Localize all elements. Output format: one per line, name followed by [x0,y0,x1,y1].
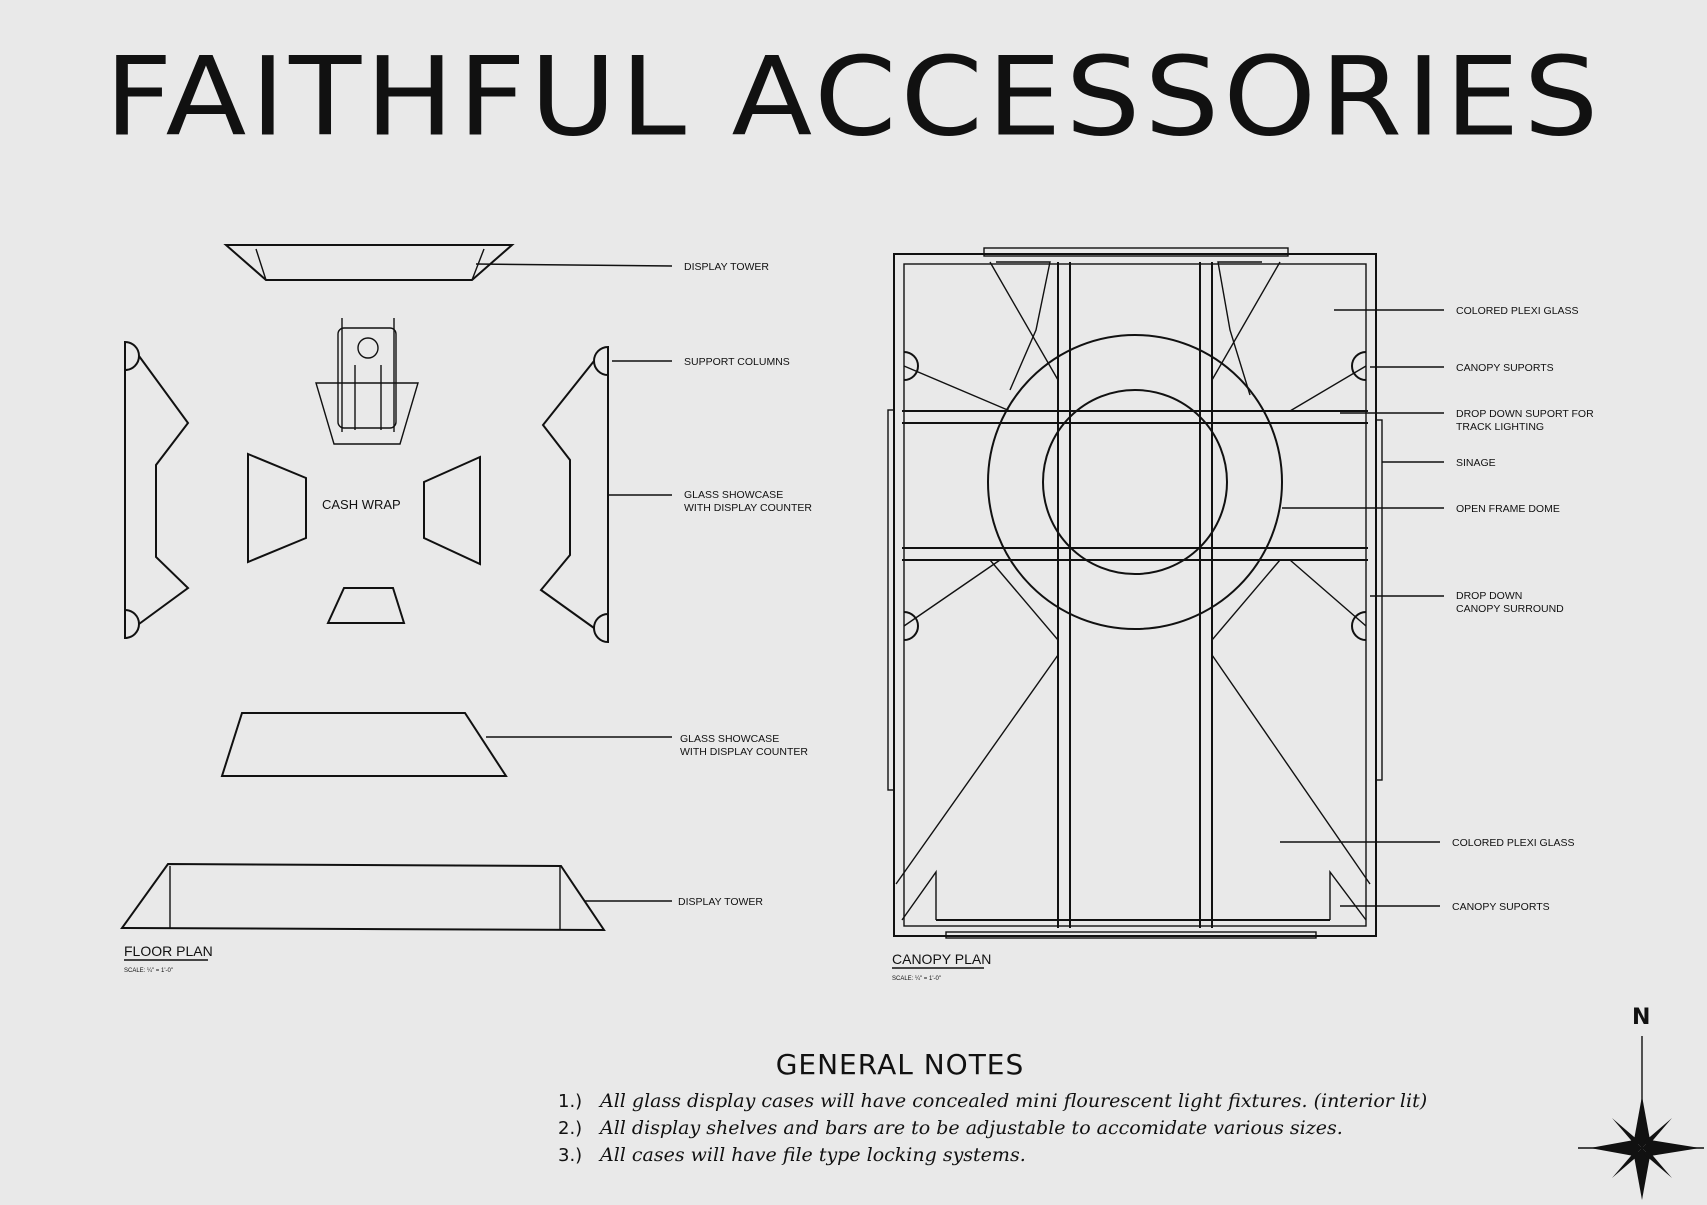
note-number: 3.) [558,1145,583,1166]
note-text: All glass display cases will have concea… [600,1090,1428,1112]
label-glass-showcase-bottom-1: GLASS SHOWCASE [680,733,779,745]
label-colored-plexi-top: COLORED PLEXI GLASS [1456,305,1579,317]
canopy-outer-frame [893,253,1377,937]
note-item: 3.) All cases will have file type locking… [558,1142,1427,1169]
canopy-bottom-supports [895,654,1371,921]
label-support-columns: SUPPORT COLUMNS [684,356,790,368]
right-showcase [539,345,609,644]
canopy-plan: COLORED PLEXI GLASS CANOPY SUPORTS DROP … [887,247,1594,982]
person-figure [315,318,419,445]
note-item: 1.) All glass display cases will have con… [558,1088,1427,1115]
label-drop-down-canopy-1: DROP DOWN [1456,590,1522,602]
canopy-corner-supports [903,261,1367,641]
note-number: 2.) [558,1118,583,1139]
label-canopy-suports-top: CANOPY SUPORTS [1456,362,1554,374]
floor-plan: CASH WRAP DISPLAY TOWER SUPPORT COLUMNS … [120,244,812,974]
page-title: FAITHFUL ACCESSORIES [104,33,1603,161]
label-display-tower-bottom: DISPLAY TOWER [678,896,763,908]
label-glass-showcase-right-1: GLASS SHOWCASE [684,489,783,501]
note-text: All display shelves and bars are to be a… [600,1117,1343,1139]
canopy-vertical-bands [1057,262,1213,928]
label-glass-showcase-bottom-2: WITH DISPLAY COUNTER [680,746,808,758]
open-frame-dome-outer [987,334,1283,630]
label-glass-showcase-right-2: WITH DISPLAY COUNTER [684,502,812,514]
label-drop-down-canopy-2: CANOPY SURROUND [1456,603,1564,615]
display-tower-bottom [120,862,606,932]
label-drop-down-suport-2: TRACK LIGHTING [1456,421,1544,433]
compass-north-label: N [1632,1005,1651,1030]
canopy-plan-title: CANOPY PLAN [892,951,991,967]
label-drop-down-suport-1: DROP DOWN SUPORT FOR [1456,408,1594,420]
left-showcase [124,340,190,640]
label-display-tower-top: DISPLAY TOWER [684,261,769,273]
cash-wrap-label: CASH WRAP [322,497,401,512]
display-tower-top [223,244,515,281]
north-compass-icon [1578,1036,1704,1200]
label-open-frame-dome: OPEN FRAME DOME [1456,503,1560,515]
note-number: 1.) [558,1091,583,1112]
label-canopy-suports-bottom: CANOPY SUPORTS [1452,901,1550,913]
general-notes-list: 1.) All glass display cases will have con… [558,1088,1427,1169]
glass-showcase-bottom [220,712,508,777]
label-sinage: SINAGE [1456,457,1496,469]
canopy-horizontal-bands [902,410,1368,561]
label-colored-plexi-bottom: COLORED PLEXI GLASS [1452,837,1575,849]
note-text: All cases will have file type locking sy… [600,1144,1026,1166]
note-item: 2.) All display shelves and bars are to b… [558,1115,1427,1142]
floor-plan-title: FLOOR PLAN [124,943,213,959]
general-notes-heading: GENERAL NOTES [775,1048,1025,1081]
canopy-plan-scale: SCALE: ¼" = 1'-0" [892,976,941,982]
floor-plan-scale: SCALE: ¼" = 1'-0" [124,968,173,974]
open-frame-dome-inner [1042,389,1228,575]
cash-wrap-counters [247,452,481,624]
